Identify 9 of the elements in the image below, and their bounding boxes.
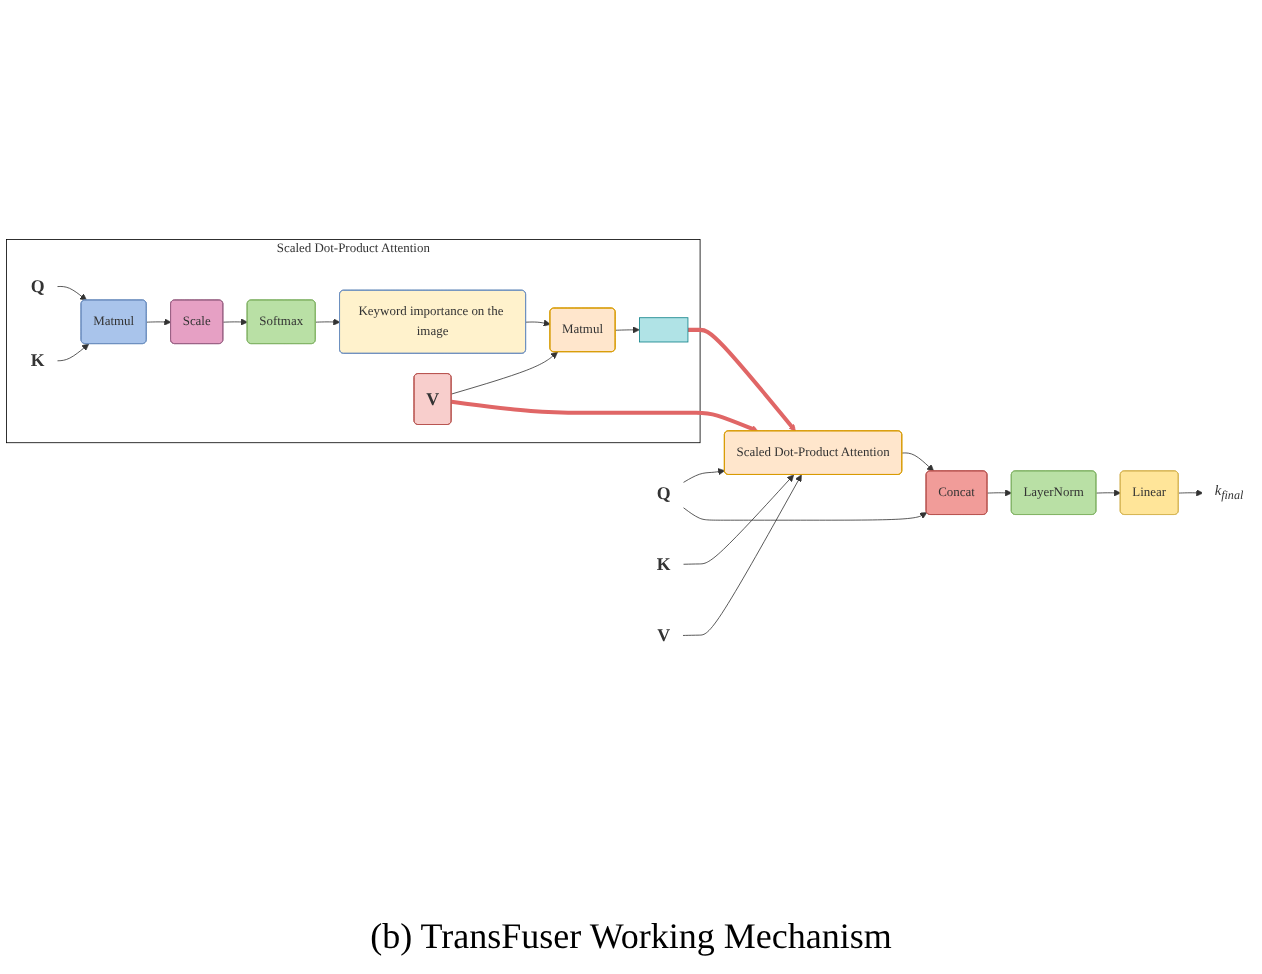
arrow — [451, 399, 759, 433]
arrow — [687, 327, 796, 432]
node-text: Q — [656, 482, 671, 503]
node-text: Q — [30, 276, 45, 297]
node-text: K — [30, 350, 45, 371]
node-text: K — [656, 553, 671, 574]
node-text: V — [657, 624, 671, 646]
node-bar — [639, 317, 689, 343]
caption: (b) TransFuser Working Mechanism — [370, 914, 892, 960]
